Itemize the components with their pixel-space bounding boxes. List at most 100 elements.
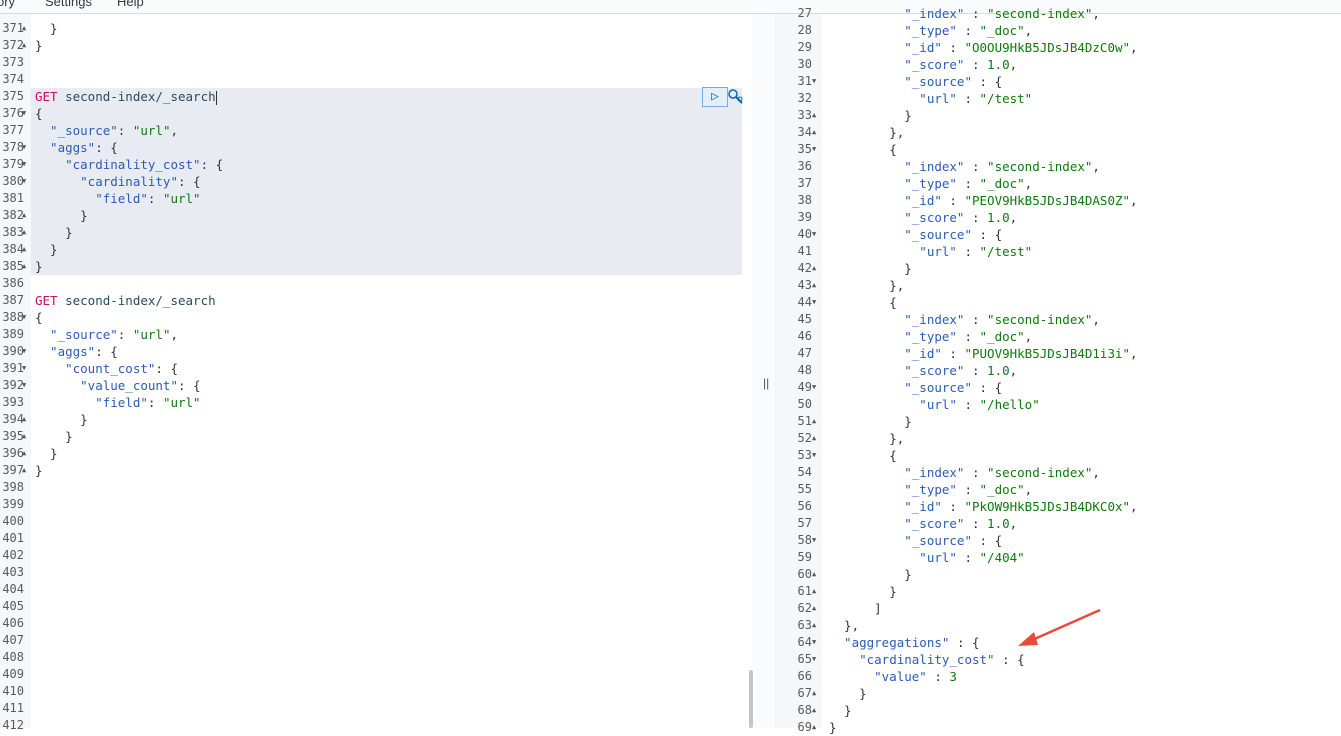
code-token: } (35, 242, 58, 257)
response-code-line: { (829, 447, 897, 464)
code-token: "second-index" (987, 465, 1093, 480)
fold-toggle-icon[interactable]: ▲ (812, 434, 817, 442)
fold-toggle-icon[interactable]: ▲ (812, 281, 817, 289)
fold-toggle-icon[interactable]: ▼ (22, 347, 27, 355)
response-code-line: "cardinality_cost" : { (829, 651, 1025, 668)
response-line-number: 61 (797, 584, 812, 598)
fold-toggle-icon[interactable]: ▲ (812, 689, 817, 697)
response-code-line: }, (829, 277, 904, 294)
request-line-number: 399 (2, 497, 24, 511)
fold-toggle-icon[interactable]: ▲ (812, 111, 817, 119)
response-line-number: 43 (797, 278, 812, 292)
left-scrollbar[interactable] (749, 670, 753, 728)
fold-toggle-icon[interactable]: ▲ (22, 262, 27, 270)
code-token: "cardinality_cost" (829, 652, 995, 667)
request-line-number: 402 (2, 548, 24, 562)
fold-toggle-icon[interactable]: ▼ (22, 109, 27, 117)
fold-toggle-icon[interactable]: ▲ (812, 706, 817, 714)
fold-toggle-icon[interactable]: ▲ (812, 723, 817, 731)
code-token: }, (829, 278, 905, 293)
request-line-number: 412 (2, 718, 24, 732)
fold-toggle-icon[interactable]: ▲ (812, 570, 817, 578)
fold-toggle-icon[interactable]: ▲ (22, 228, 27, 236)
fold-toggle-icon[interactable]: ▼ (812, 298, 817, 306)
response-code-line: { (829, 294, 897, 311)
response-code-line: } (829, 260, 912, 277)
request-code-line: } (35, 258, 43, 275)
response-line-number: 57 (797, 516, 812, 530)
fold-toggle-icon[interactable]: ▲ (812, 587, 817, 595)
request-line-number: 410 (2, 684, 24, 698)
request-line-number: 374 (2, 72, 24, 86)
request-line-number: 407 (2, 633, 24, 647)
fold-toggle-icon[interactable]: ▼ (812, 536, 817, 544)
fold-toggle-icon[interactable]: ▼ (812, 638, 817, 646)
resize-handle-icon[interactable]: || (763, 376, 770, 390)
menu-item-settings[interactable]: Settings (45, 0, 92, 9)
response-code-line: "_index" : "second-index", (829, 5, 1100, 22)
request-settings-button[interactable] (727, 88, 745, 106)
code-token: "url" (132, 123, 171, 138)
run-request-button[interactable]: ▷ (702, 87, 728, 107)
code-token: "cardinality_cost" (35, 157, 201, 172)
fold-toggle-icon[interactable]: ▲ (22, 245, 27, 253)
menu-item-history[interactable]: ory (0, 0, 16, 9)
fold-toggle-icon[interactable]: ▼ (812, 451, 817, 459)
code-token: "_index" (829, 6, 965, 21)
code-token: : (956, 482, 980, 497)
response-code-line: "url" : "/test" (829, 243, 1032, 260)
response-line-number: 36 (797, 159, 812, 173)
response-code-line: } (829, 702, 852, 719)
response-code-line: "_score" : 1.0, (829, 56, 1017, 73)
code-token: } (35, 412, 88, 427)
code-token: : (147, 395, 163, 410)
request-code-line: "_source": "url", (35, 326, 178, 343)
fold-toggle-icon[interactable]: ▼ (812, 230, 817, 238)
fold-toggle-icon[interactable]: ▲ (812, 264, 817, 272)
fold-toggle-icon[interactable]: ▼ (812, 383, 817, 391)
code-token: "_source" (829, 380, 972, 395)
menu-item-help[interactable]: Help (117, 0, 144, 9)
wrench-icon (728, 89, 743, 104)
fold-toggle-icon[interactable]: ▲ (812, 417, 817, 425)
fold-toggle-icon[interactable]: ▼ (812, 145, 817, 153)
request-line-number: 397 (2, 463, 24, 477)
fold-toggle-icon[interactable]: ▼ (22, 160, 27, 168)
request-line-number: 406 (2, 616, 24, 630)
response-output[interactable]: 27 "_index" : "second-index",28 "_type" … (774, 6, 1341, 735)
fold-toggle-icon[interactable]: ▲ (22, 466, 27, 474)
fold-toggle-icon[interactable]: ▲ (22, 41, 27, 49)
response-code-line: "_id" : "O0OU9HkB5JDsJB4DzC0w", (829, 39, 1137, 56)
request-line-number: 393 (2, 395, 24, 409)
fold-toggle-icon[interactable]: ▲ (812, 128, 817, 136)
code-token: : (956, 244, 980, 259)
fold-toggle-icon[interactable]: ▲ (22, 24, 27, 32)
request-line-number: 377 (2, 123, 24, 137)
fold-toggle-icon[interactable]: ▲ (812, 604, 817, 612)
request-code-line: } (35, 411, 88, 428)
fold-toggle-icon[interactable]: ▲ (22, 449, 27, 457)
fold-toggle-icon[interactable]: ▼ (22, 364, 27, 372)
response-line-number: 63 (797, 618, 812, 632)
pane-resizer[interactable] (752, 14, 774, 728)
request-line-number: 408 (2, 650, 24, 664)
fold-toggle-icon[interactable]: ▼ (812, 77, 817, 85)
response-line-number: 54 (797, 465, 812, 479)
response-line-number: 45 (797, 312, 812, 326)
code-token: : (964, 210, 988, 225)
fold-toggle-icon[interactable]: ▼ (22, 381, 27, 389)
fold-toggle-icon[interactable]: ▼ (22, 143, 27, 151)
fold-toggle-icon[interactable]: ▲ (22, 432, 27, 440)
fold-toggle-icon[interactable]: ▲ (22, 415, 27, 423)
response-line-number: 37 (797, 176, 812, 190)
code-token: , (1130, 193, 1138, 208)
fold-toggle-icon[interactable]: ▲ (22, 211, 27, 219)
fold-toggle-icon[interactable]: ▼ (22, 313, 27, 321)
request-code-line: } (35, 224, 73, 241)
request-line-number: 392 (2, 378, 24, 392)
fold-toggle-icon[interactable]: ▼ (22, 177, 27, 185)
response-code-line: "_source" : { (829, 73, 1002, 90)
fold-toggle-icon[interactable]: ▼ (812, 655, 817, 663)
fold-toggle-icon[interactable]: ▲ (812, 621, 817, 629)
